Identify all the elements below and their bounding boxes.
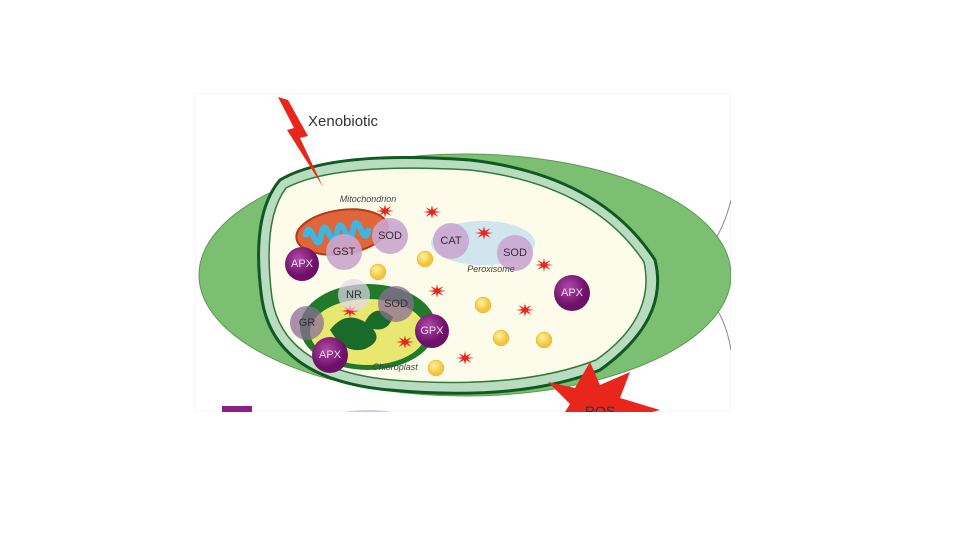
enzyme-cat: CAT (433, 223, 469, 259)
enzyme-nr: NR (338, 279, 370, 311)
enzyme-gr: GR (290, 306, 324, 340)
ros-star-icon (516, 303, 534, 317)
ros-star-icon (475, 226, 493, 240)
ros-burst-icon (548, 362, 660, 412)
legend-ellipse (344, 410, 392, 412)
enzyme-apx: APX (285, 247, 319, 281)
ros-star-icon (535, 258, 553, 272)
enzyme-label: GPX (420, 325, 444, 337)
enzyme-circle (312, 337, 348, 373)
legend-swatch (222, 406, 252, 412)
enzyme-circle (378, 286, 414, 322)
enzyme-circle (497, 235, 533, 271)
ros-star-icon (456, 351, 474, 365)
enzyme-label: APX (561, 287, 584, 299)
enzyme-label: APX (291, 258, 314, 270)
yellow-dots (369, 250, 553, 377)
ros-star-icon (428, 284, 446, 298)
ros-star-icon (376, 204, 394, 218)
enzyme-label: GR (299, 317, 316, 329)
enzyme-label: CAT (440, 235, 461, 247)
enzyme-sod: SOD (378, 286, 414, 322)
enzyme-label: APX (319, 349, 342, 361)
enzyme-circle (554, 275, 590, 311)
enzyme-sod: SOD (372, 218, 408, 254)
enzyme-label: SOD (384, 298, 408, 310)
ros-label: ROS (585, 403, 615, 419)
enzyme-circle (338, 279, 370, 311)
enzymes: APX GST SOD CAT SOD APX NR SOD GR GPX APX (285, 218, 590, 373)
enzyme-circle (285, 247, 319, 281)
enzyme-apx: APX (312, 337, 348, 373)
enzyme-circle (326, 234, 362, 270)
enzyme-gst: GST (326, 234, 362, 270)
enzyme-label: SOD (378, 230, 402, 242)
enzyme-sod: SOD (497, 235, 533, 271)
enzyme-apx: APX (554, 275, 590, 311)
mitochondrion (295, 208, 389, 256)
peroxisome-label: Peroxisome (467, 264, 515, 274)
enzyme-circle (372, 218, 408, 254)
enzyme-circle (290, 306, 324, 340)
ros-star-icon (396, 335, 414, 349)
mitochondrion-label: Mitochondrion (340, 194, 397, 204)
ros-star-icon (423, 205, 441, 219)
enzyme-label: GST (333, 246, 356, 258)
enzyme-label: NR (346, 289, 362, 301)
enzyme-circle (433, 223, 469, 259)
lightning-bolt-icon (278, 97, 323, 187)
enzyme-gpx: GPX (415, 314, 449, 348)
xenobiotic-label: Xenobiotic (308, 113, 379, 130)
enzyme-circle (415, 314, 449, 348)
enzyme-label: SOD (503, 247, 527, 259)
chloroplast-label: Chloroplast (372, 362, 418, 372)
